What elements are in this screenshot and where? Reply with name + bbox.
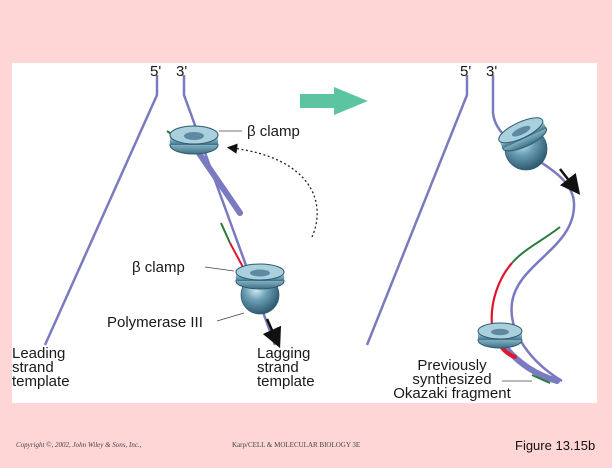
label-5prime-left: 5': [150, 63, 162, 80]
label-okazaki-fragment: Previously synthesized Okazaki fragment: [393, 357, 511, 402]
label-3prime-right: 3': [486, 63, 498, 80]
diagram-panel: 5' 3' 5' 3' β clamp β clamp Polymerase I…: [12, 63, 597, 403]
transition-arrow-icon: [300, 87, 368, 115]
beta-clamp-right-top-icon: [498, 117, 548, 152]
leading-strand-template: [43, 75, 159, 346]
okazaki-fragment-red: [490, 262, 513, 326]
lagging-strand-template: [182, 75, 277, 346]
new-strand-right: [499, 340, 560, 384]
label-lagging-strand-template: Lagging strand template: [257, 345, 315, 390]
beta-clamp-right-bottom-icon: [477, 322, 523, 349]
label-leading-strand-template: Leading strand template: [12, 345, 70, 390]
direction-arrow-left: [262, 318, 282, 349]
dna-segment-green: [220, 222, 231, 244]
label-3prime-left: 3': [176, 63, 188, 80]
beta-clamp-top-icon: [169, 125, 219, 155]
movement-arrow-dotted: [226, 143, 318, 238]
beta-clamp-mid-icon: [235, 263, 285, 290]
rna-primer: [229, 242, 245, 270]
label-beta-clamp-top: β clamp: [247, 123, 300, 140]
okazaki-fragment-green: [511, 226, 561, 264]
label-beta-clamp-mid: β clamp: [132, 259, 185, 276]
footer-book: Karp/CELL & MOLECULAR BIOLOGY 3E: [232, 441, 361, 449]
replication-diagram: [43, 75, 581, 384]
figure-number: Figure 13.15b: [515, 438, 596, 453]
nascent-strand-top: [189, 140, 243, 216]
direction-arrow-right: [559, 168, 581, 195]
label-5prime-right: 5': [460, 63, 472, 80]
green-bottom: [531, 374, 551, 384]
label-polymerase: Polymerase III: [107, 314, 203, 331]
leading-strand-template-right: [365, 75, 469, 346]
footer-copyright: Copyright ©, 2002, John Wiley & Sons, In…: [16, 441, 142, 449]
